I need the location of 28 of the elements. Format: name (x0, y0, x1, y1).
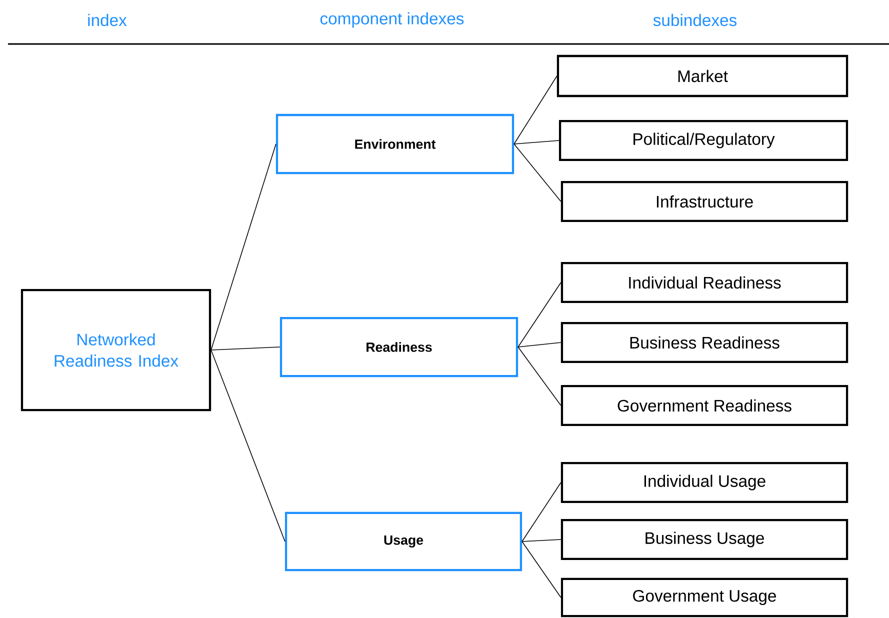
column-heading: component indexes (320, 12, 464, 28)
connector-line (522, 539, 562, 542)
component-box: Readiness (280, 316, 518, 378)
subindex-box: Individual Usage (560, 462, 848, 504)
connector-line (518, 346, 562, 406)
subindex-box: Business Usage (560, 518, 848, 560)
subindex-box: Business Readiness (560, 322, 848, 364)
index-box: Networked Readiness Index (20, 288, 212, 412)
subindex-box: Government Readiness (560, 384, 848, 426)
subindex-box: Market (556, 54, 848, 98)
column-heading: index (88, 14, 127, 26)
subindex-box: Infrastructure (560, 180, 848, 222)
column-heading: subindexes (653, 14, 737, 26)
subindex-box: Individual Readiness (560, 262, 848, 304)
connector-line (522, 541, 562, 598)
connector-line (518, 342, 562, 348)
component-box: Usage (284, 512, 522, 572)
connector-line (514, 140, 560, 144)
connector-line (522, 482, 562, 542)
connector-line (514, 76, 558, 144)
connector-line (210, 350, 286, 542)
subindex-box: Government Usage (560, 578, 848, 618)
subindex-box: Political/Regulatory (558, 120, 848, 162)
connector-line (518, 282, 562, 348)
component-box: Environment (276, 114, 514, 174)
connector-line (210, 144, 276, 350)
connector-line (514, 144, 562, 202)
connector-line (210, 346, 280, 350)
